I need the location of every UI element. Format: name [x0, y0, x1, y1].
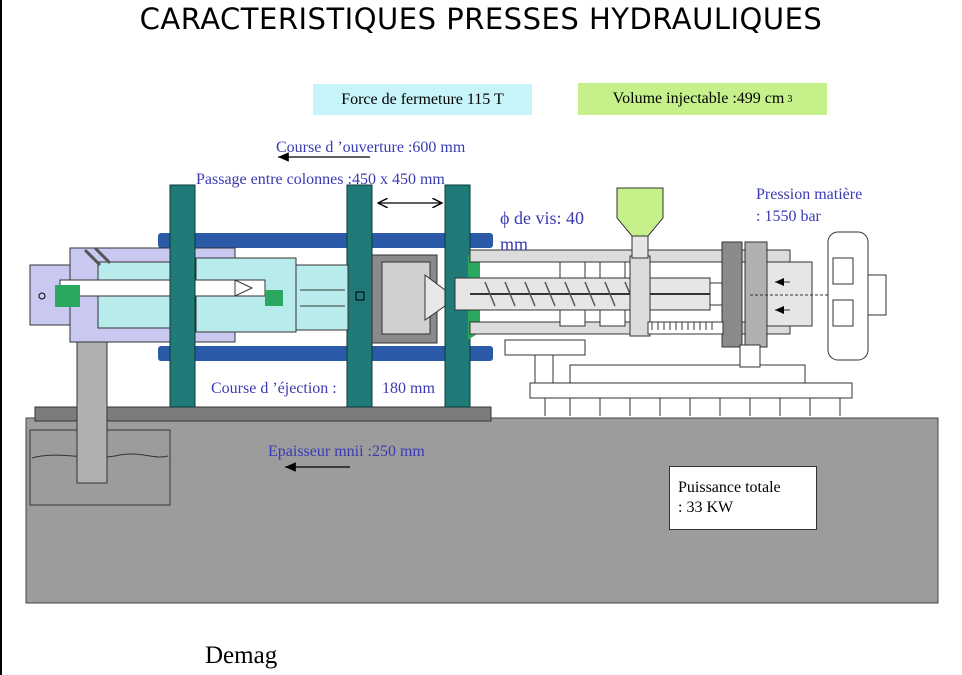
min-mould-thickness-label: Epaisseur mnii :250 mm: [268, 443, 425, 460]
injection-cylinder: [766, 261, 813, 327]
total-power-box: Puissance totale : 33 KW: [669, 466, 817, 530]
shot-volume-unit-exponent: 3: [787, 93, 793, 105]
shot-volume-text: Volume injectable :499 cm: [612, 90, 785, 107]
ram-tip: [234, 279, 254, 297]
stroke-scale: [647, 321, 724, 335]
ram-rod: [59, 279, 266, 297]
hopper-throat: [631, 235, 649, 259]
feed-throat: [629, 255, 651, 337]
hydraulic-motor: [827, 231, 869, 361]
barrel-heater-2: [599, 261, 626, 279]
bed-legs: [544, 398, 841, 416]
screw-flights: [484, 281, 636, 307]
motor-port-1: [832, 257, 854, 285]
phi-symbol: ϕ: [500, 208, 510, 228]
barrel-heater-3: [559, 309, 586, 327]
opening-stroke-label: Course d ’ouverture :600 mm: [276, 139, 466, 156]
ejector-rod: [76, 319, 108, 484]
motor-port-2: [832, 299, 854, 327]
motor-shaft: [867, 274, 887, 316]
screw-diameter-label: ϕ de vis: 40: [500, 208, 584, 229]
platen-marker: [355, 291, 365, 301]
material-pressure-value: : 1550 bar: [756, 208, 821, 225]
mould-cavity-moving: [381, 261, 431, 335]
clamping-force-box: Force de fermeture 115 T: [313, 84, 532, 115]
clamp-rail: [34, 406, 492, 422]
ejector-housing: [295, 264, 349, 331]
injection-bed: [529, 382, 853, 399]
material-pressure-label: Pression matière: [756, 186, 863, 203]
total-power-line1: Puissance totale: [678, 479, 781, 496]
rear-valve: [55, 285, 80, 307]
ejection-stroke-value: 180 mm: [382, 380, 435, 397]
hydraulic-fitting: [83, 246, 112, 267]
upper-tie-bar: [158, 233, 493, 248]
total-power-line2: : 33 KW: [678, 499, 734, 516]
tie-bar-spacing-label: Passage entre colonnes :450 x 450 mm: [196, 171, 445, 188]
injection-plate-1: [721, 241, 743, 348]
screw-diameter-value: de vis: 40: [509, 208, 584, 228]
carriage-post: [534, 354, 554, 384]
page-title: CARACTERISTIQUES PRESSES HYDRAULIQUES: [139, 2, 823, 36]
carriage-block: [504, 339, 586, 356]
hopper: [616, 187, 664, 237]
scale-ticks: [651, 322, 713, 330]
barrel-heater-1: [559, 261, 586, 279]
ram-nose: [265, 290, 283, 306]
rear-platen: [169, 184, 196, 408]
screw-diameter-unit: mm: [500, 234, 529, 254]
carriage-stop: [739, 344, 761, 368]
injection-sled: [569, 364, 806, 386]
lower-tie-bar: [158, 346, 493, 361]
tank-level-line: [31, 453, 169, 459]
ejection-stroke-label: Course d ’éjection :: [211, 380, 337, 397]
rear-port: [38, 292, 46, 300]
clamping-force-text: Force de fermeture 115 T: [341, 90, 504, 108]
manufacturer-caption: Demag: [205, 642, 278, 669]
barrel-heater-4: [599, 309, 626, 327]
moving-platen: [346, 184, 373, 408]
